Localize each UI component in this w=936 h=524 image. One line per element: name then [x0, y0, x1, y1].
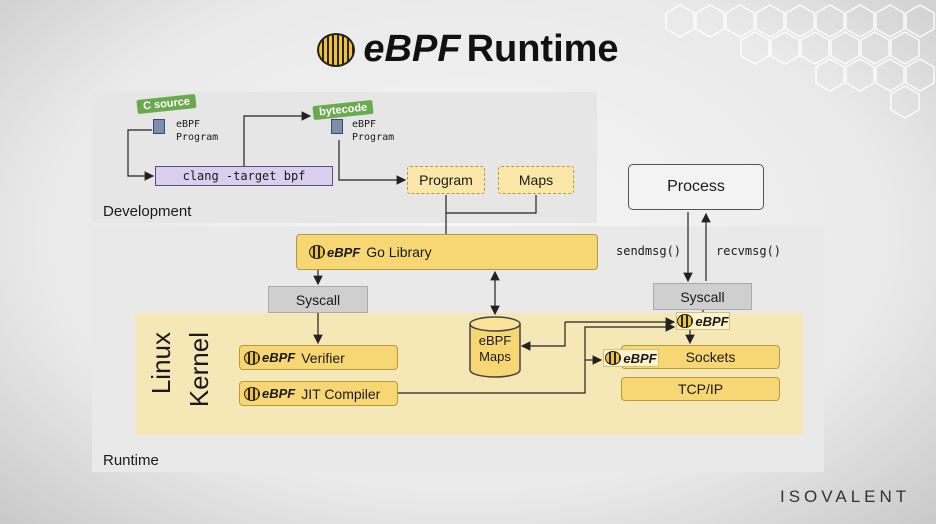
runtime-label: Runtime — [103, 452, 159, 469]
recvmsg-label: recvmsg() — [716, 244, 782, 258]
bytecode-file-icon — [331, 119, 343, 134]
program-box: Program — [407, 166, 485, 194]
sockets-hook: eBPF — [603, 349, 659, 367]
ebpf-logo-icon: eBPF — [244, 386, 295, 401]
sendmsg-label: sendmsg() — [616, 244, 682, 258]
ebpf-logo-icon: eBPF — [244, 350, 295, 365]
process-box: Process — [628, 164, 764, 210]
title-brand: eBPF — [363, 28, 461, 70]
development-label: Development — [103, 203, 192, 220]
jit-compiler-box: eBPF JIT Compiler — [239, 381, 398, 406]
page-title: eBPF Runtime — [0, 28, 936, 71]
kernel-panel — [135, 313, 803, 435]
bee-logo-icon — [317, 32, 356, 67]
go-library-box: eBPF Go Library — [296, 234, 598, 270]
clang-compiler-box: clang -target bpf — [155, 166, 333, 186]
ebpf-logo-icon: eBPF — [677, 314, 729, 329]
socket-hook: eBPF — [676, 312, 730, 330]
title-rest: Runtime — [466, 28, 619, 70]
syscall-right-box: Syscall — [653, 283, 752, 310]
ebpf-logo-icon: eBPF — [309, 245, 360, 260]
tcpip-box: TCP/IP — [621, 377, 780, 401]
ebpf-logo-icon: eBPF — [605, 351, 657, 366]
maps-box: Maps — [498, 166, 574, 194]
source-file-icon — [153, 119, 165, 134]
syscall-left-box: Syscall — [268, 286, 368, 313]
footer-brand: ISOVALENT — [780, 487, 911, 506]
verifier-box: eBPF Verifier — [239, 345, 398, 370]
